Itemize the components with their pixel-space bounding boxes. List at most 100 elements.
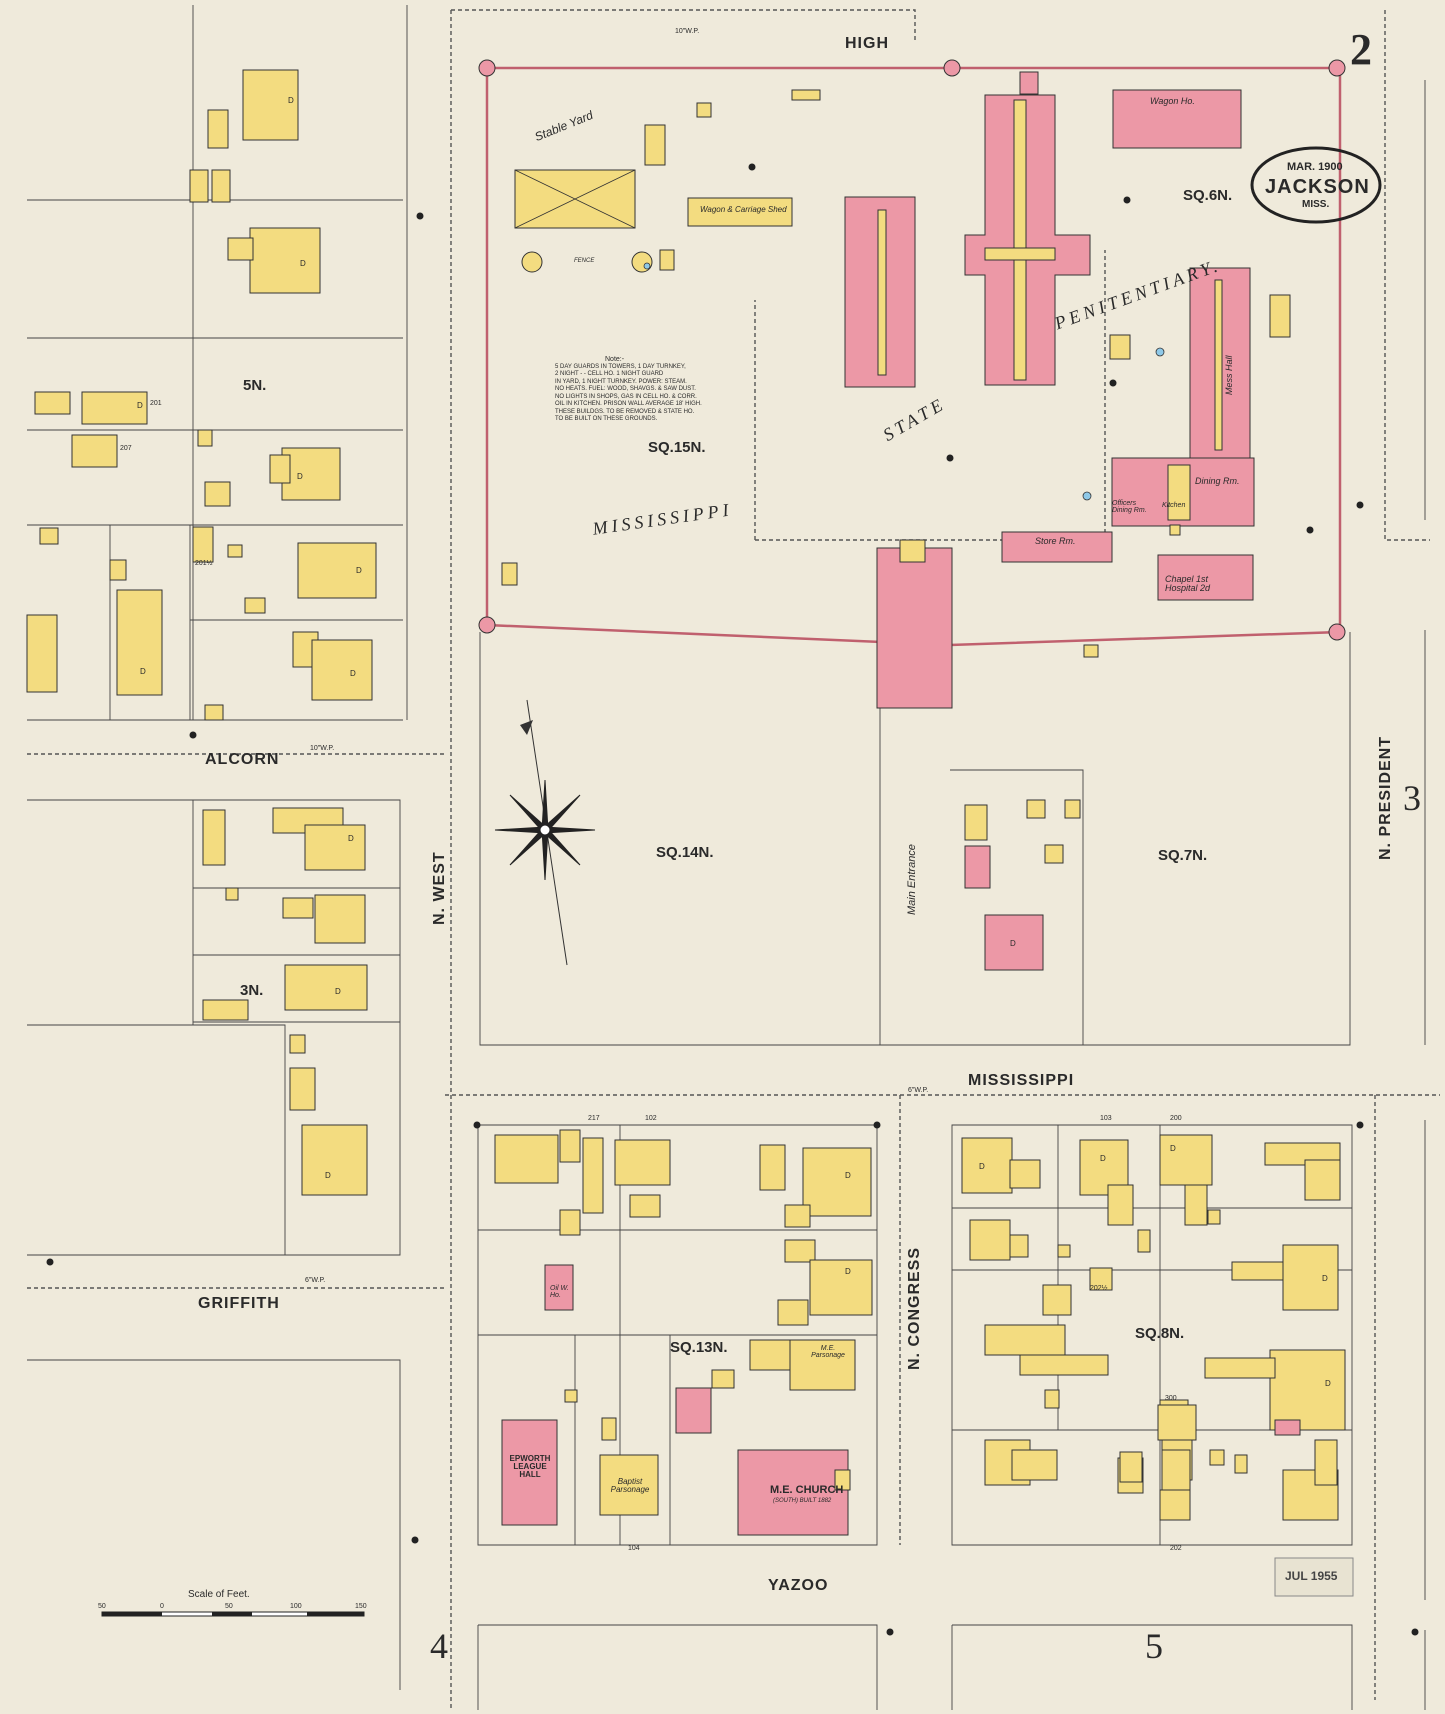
fire-hydrant-icon xyxy=(1155,347,1165,357)
house-number: 217 xyxy=(588,1115,600,1122)
fire-hydrant-icon xyxy=(946,454,954,462)
dwelling-marker: D xyxy=(1325,1379,1331,1388)
receipt-stamp: JUL 1955 xyxy=(1285,1569,1338,1583)
house-number: 102 xyxy=(645,1115,657,1122)
note-line: IN YARD, 1 NIGHT TURNKEY. POWER: STEAM. xyxy=(555,378,687,385)
store-room-label: Store Rm. xyxy=(1035,536,1076,546)
house-number: 201 xyxy=(150,400,162,407)
scale-tick: 0 xyxy=(160,1603,164,1610)
city-name: JACKSON xyxy=(1265,176,1370,198)
dwelling-marker: D xyxy=(350,669,356,678)
street-yazoo: YAZOO xyxy=(768,1577,829,1594)
scale-tick: 100 xyxy=(290,1603,302,1610)
sq13-buildings xyxy=(494,1129,873,1536)
fire-hydrants xyxy=(46,163,1419,1636)
street-lines xyxy=(27,9,1440,1710)
note-line: NO LIGHTS IN SHOPS, GAS IN CELL HO. & CO… xyxy=(555,393,697,400)
square-8n: SQ.8N. xyxy=(1135,1325,1185,1342)
fire-hydrant-icon xyxy=(1306,526,1314,534)
fire-hydrant-icon xyxy=(1356,501,1364,509)
fire-hydrant-icon xyxy=(1109,379,1117,387)
pipe-label-mississippi: 6"W.P. xyxy=(908,1087,929,1094)
guard-tower-icon xyxy=(478,59,496,77)
note-line: 2 NIGHT - - CELL HO. 1 NIGHT GUARD xyxy=(555,371,664,377)
kitchen-label: Kitchen xyxy=(1162,502,1186,509)
house-number: 202½ xyxy=(1090,1285,1108,1292)
dwelling-marker: D xyxy=(325,1171,331,1180)
dwelling-marker: D xyxy=(979,1162,985,1171)
me-church-sub-label: (SOUTH) BUILT 1882 xyxy=(773,1498,832,1504)
street-mississippi: MISSISSIPPI xyxy=(968,1072,1075,1089)
square-14n: SQ.14N. xyxy=(656,844,714,861)
institution-line3: PENITENTIARY. xyxy=(1051,254,1224,334)
epworth-hall-label: EPWORTH LEAGUE HALL xyxy=(509,1454,551,1479)
fire-hydrant-icon xyxy=(873,1121,881,1129)
penitentiary-note: Note:- 5 DAY GUARDS IN TOWERS, 1 DAY TUR… xyxy=(555,356,702,424)
dwelling-marker: D xyxy=(348,834,354,843)
dwelling-marker: D xyxy=(845,1171,851,1180)
stable-yard-label: Stable Yard xyxy=(532,107,595,145)
fire-hydrant-icon xyxy=(473,1121,481,1129)
baptist-parsonage-label: Baptist Parsonage xyxy=(610,1477,650,1494)
dwelling-marker: D xyxy=(140,667,146,676)
house-number: 104 xyxy=(628,1545,640,1552)
fence-label: FENCE xyxy=(574,258,595,264)
compass-rose-icon xyxy=(494,699,596,966)
scale-bar xyxy=(101,1611,365,1617)
fire-hydrant-icon xyxy=(1123,196,1131,204)
wagon-shed-label: Wagon & Carriage Shed xyxy=(700,205,787,214)
main-entrance-label: Main Entrance xyxy=(906,844,918,915)
fire-hydrant-icon xyxy=(1356,1121,1364,1129)
dwelling-marker: D xyxy=(137,401,143,410)
dwelling-marker: D xyxy=(1170,1144,1176,1153)
house-number: 207 xyxy=(120,445,132,452)
note-line: TO BE BUILT ON THESE GROUNDS. xyxy=(555,416,658,422)
note-line: THESE BUILDGS. TO BE REMOVED & STATE HO. xyxy=(555,408,695,415)
institution-line1: MISSISSIPPI xyxy=(591,499,734,539)
dwelling-marker: D xyxy=(335,987,341,996)
pipe-label-griffith: 6"W.P. xyxy=(305,1277,326,1284)
house-number: 201½ xyxy=(195,560,213,567)
fire-hydrant-icon xyxy=(1411,1628,1419,1636)
scale-tick: 50 xyxy=(225,1603,233,1610)
dwelling-marker: D xyxy=(300,259,306,268)
dwelling-marker: D xyxy=(1100,1154,1106,1163)
dwelling-marker: D xyxy=(845,1267,851,1276)
officers-dining-label: Officers Dining Rm. xyxy=(1112,500,1147,514)
sq8-buildings xyxy=(961,1134,1346,1521)
note-line: OIL IN KITCHEN. PRISON WALL AVERAGE 18' … xyxy=(555,401,702,407)
fire-hydrant-icon xyxy=(416,212,424,220)
fire-hydrant-icon xyxy=(748,163,756,171)
block-3n: 3N. xyxy=(240,982,264,999)
square-7n: SQ.7N. xyxy=(1158,847,1208,864)
me-parsonage-label: M.E. Parsonage xyxy=(811,1345,845,1359)
street-high: HIGH xyxy=(845,35,889,52)
note-title: Note:- xyxy=(605,356,625,363)
block-5n: 5N. xyxy=(243,377,267,394)
fire-hydrant-icon xyxy=(1082,491,1092,501)
street-griffith: GRIFFITH xyxy=(198,1295,280,1312)
penitentiary-wall xyxy=(478,59,1346,647)
note-line: NO HEATS. FUEL: WOOD, SHAVGS. & SAW DUST… xyxy=(555,386,696,392)
adjacent-sheet-sw: 4 xyxy=(430,1626,448,1666)
penitentiary-buildings xyxy=(501,71,1291,971)
house-number: 200 xyxy=(1170,1115,1182,1122)
street-alcorn: ALCORN xyxy=(205,751,280,768)
square-13n: SQ.13N. xyxy=(670,1339,728,1356)
guard-tower-icon xyxy=(478,616,496,634)
street-n-president: N. PRESIDENT xyxy=(1377,735,1394,860)
guard-tower-icon xyxy=(1328,59,1346,77)
chapel-label: Chapel 1st Hospital 2d xyxy=(1165,574,1211,593)
note-line: 5 DAY GUARDS IN TOWERS, 1 DAY TURNKEY, xyxy=(555,363,686,370)
adjacent-sheet-east: 3 xyxy=(1403,778,1421,818)
dining-room-label: Dining Rm. xyxy=(1195,476,1240,486)
scale-title: Scale of Feet. xyxy=(188,1589,250,1600)
left-blocks xyxy=(27,5,408,1690)
mess-hall-label: Mess Hall xyxy=(1224,355,1234,395)
scale-tick: 50 xyxy=(98,1603,106,1610)
dwelling-marker: D xyxy=(297,472,303,481)
fire-hydrant-icon xyxy=(189,731,197,739)
sheet-number: 2 xyxy=(1350,25,1372,74)
